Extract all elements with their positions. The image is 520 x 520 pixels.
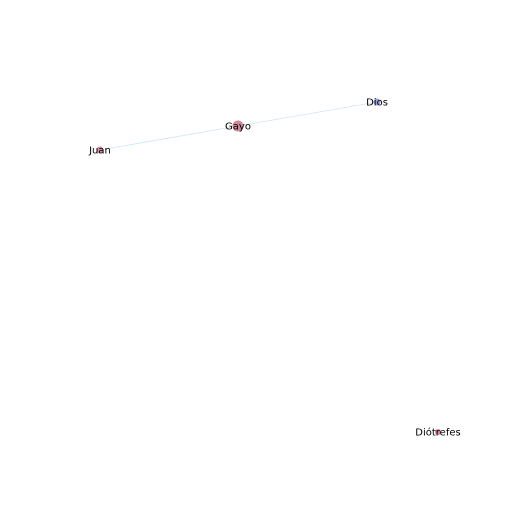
node-dios[interactable] <box>373 98 381 106</box>
edges-layer <box>99 101 378 151</box>
node-label-diotrefes: Diótrefes <box>415 427 460 439</box>
edge-gayo-juan <box>99 125 239 151</box>
node-juan[interactable] <box>96 146 104 154</box>
edge-gayo-dios <box>237 101 378 127</box>
node-label-gayo: Gayo <box>225 122 251 133</box>
node-diotrefes[interactable] <box>435 429 441 435</box>
node-label-dios: Dios <box>366 98 388 109</box>
node-label-juan: Juan <box>88 146 111 157</box>
node-gayo[interactable] <box>232 120 244 132</box>
nodes-layer <box>96 98 441 435</box>
